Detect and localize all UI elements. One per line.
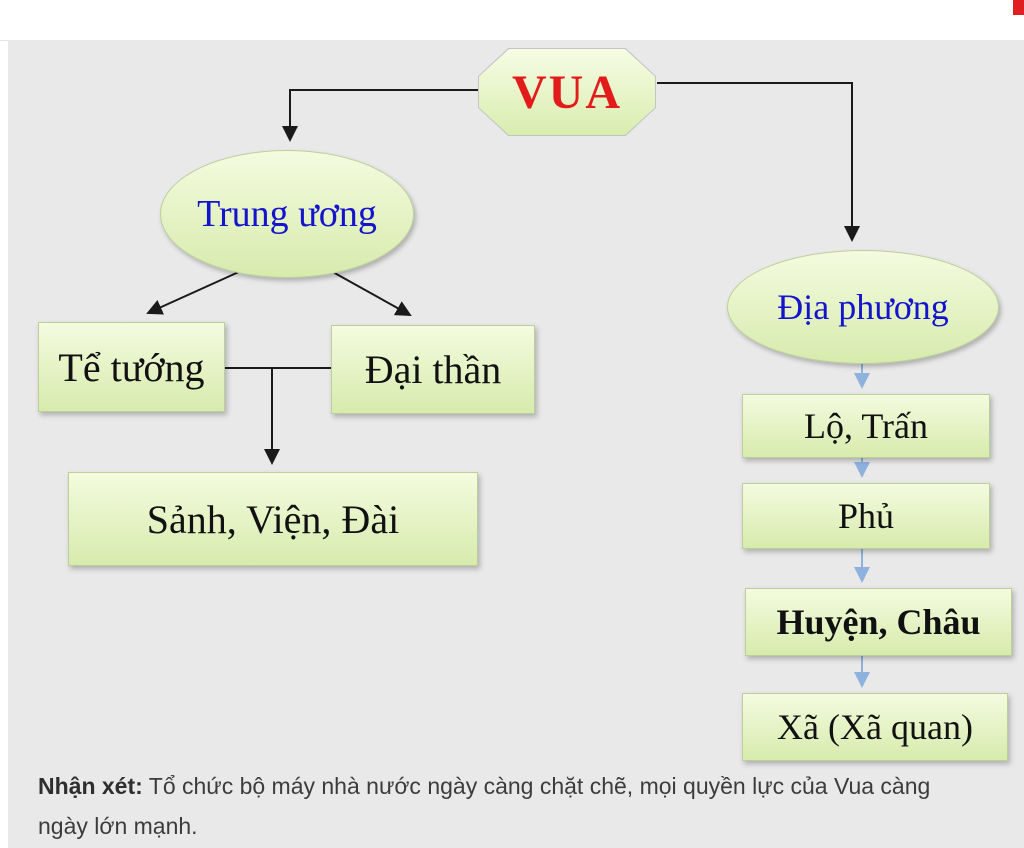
node-huyen-chau-label: Huyện, Châu <box>776 602 981 642</box>
note-body: Tổ chức bộ máy nhà nước ngày càng chặt c… <box>38 773 931 839</box>
note-text: Nhận xét: Tổ chức bộ máy nhà nước ngày c… <box>38 766 958 846</box>
node-dia-phuong-label: Địa phương <box>777 287 949 327</box>
node-trung-uong-label: Trung ương <box>197 193 377 235</box>
node-phu-label: Phủ <box>837 496 895 536</box>
node-dia-phuong: Địa phương <box>727 250 999 364</box>
node-vua: VUA <box>478 48 656 136</box>
top-white-strip <box>0 0 1024 41</box>
node-sanh-vien-dai: Sảnh, Viện, Đài <box>68 472 478 566</box>
node-sanh-vien-dai-label: Sảnh, Viện, Đài <box>146 496 400 542</box>
node-dai-than-label: Đại thần <box>364 347 502 392</box>
node-te-tuong: Tể tướng <box>38 322 225 412</box>
node-phu: Phủ <box>742 483 990 549</box>
node-xa-quan-label: Xã (Xã quan) <box>777 707 973 747</box>
node-xa-quan: Xã (Xã quan) <box>742 693 1008 761</box>
node-lo-tran: Lộ, Trấn <box>742 394 990 458</box>
node-te-tuong-label: Tể tướng <box>58 344 205 390</box>
node-dai-than: Đại thần <box>331 325 535 414</box>
node-trung-uong: Trung ương <box>160 150 414 278</box>
note-label: Nhận xét: <box>38 773 143 799</box>
node-vua-label: VUA <box>479 49 655 135</box>
corner-red-mark <box>1013 0 1024 15</box>
node-huyen-chau: Huyện, Châu <box>745 588 1012 656</box>
node-lo-tran-label: Lộ, Trấn <box>803 406 929 446</box>
